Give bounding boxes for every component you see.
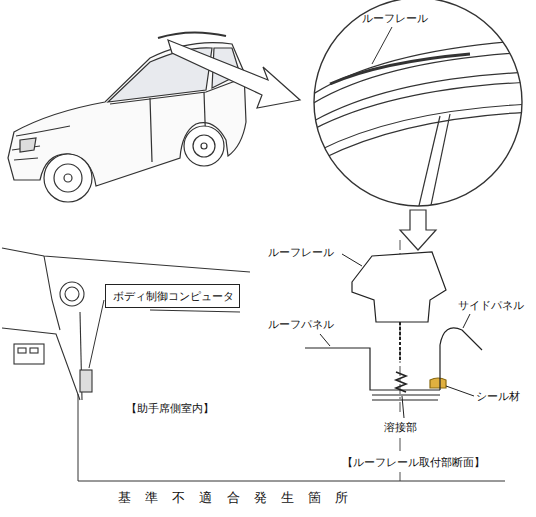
part-label: ルーフレール	[362, 12, 428, 26]
bracket-line	[78, 481, 505, 482]
component-name: ボディ制御コンピュータ	[113, 290, 232, 304]
view-caption: 【助手席側室内】	[126, 402, 214, 416]
part-label: ルーフレール	[268, 246, 334, 260]
component-box: ボディ制御コンピュータ	[105, 284, 240, 308]
interior-illustration	[2, 248, 250, 481]
leader-line	[372, 27, 392, 64]
cross-section	[305, 240, 482, 481]
magnify-arrow	[168, 40, 300, 108]
part-label: 溶接部	[384, 421, 417, 435]
view-caption: 【ルーフレール取付部断面】	[342, 456, 485, 470]
part-label: ルーフパネル	[268, 318, 334, 332]
note-text: 基 準 不 適 合 発 生 箇 所	[118, 490, 353, 506]
part-label: シール材	[476, 390, 520, 404]
magnified-view	[310, 0, 532, 210]
magnify-arrow	[400, 210, 436, 250]
part-label: サイドパネル	[458, 299, 524, 313]
